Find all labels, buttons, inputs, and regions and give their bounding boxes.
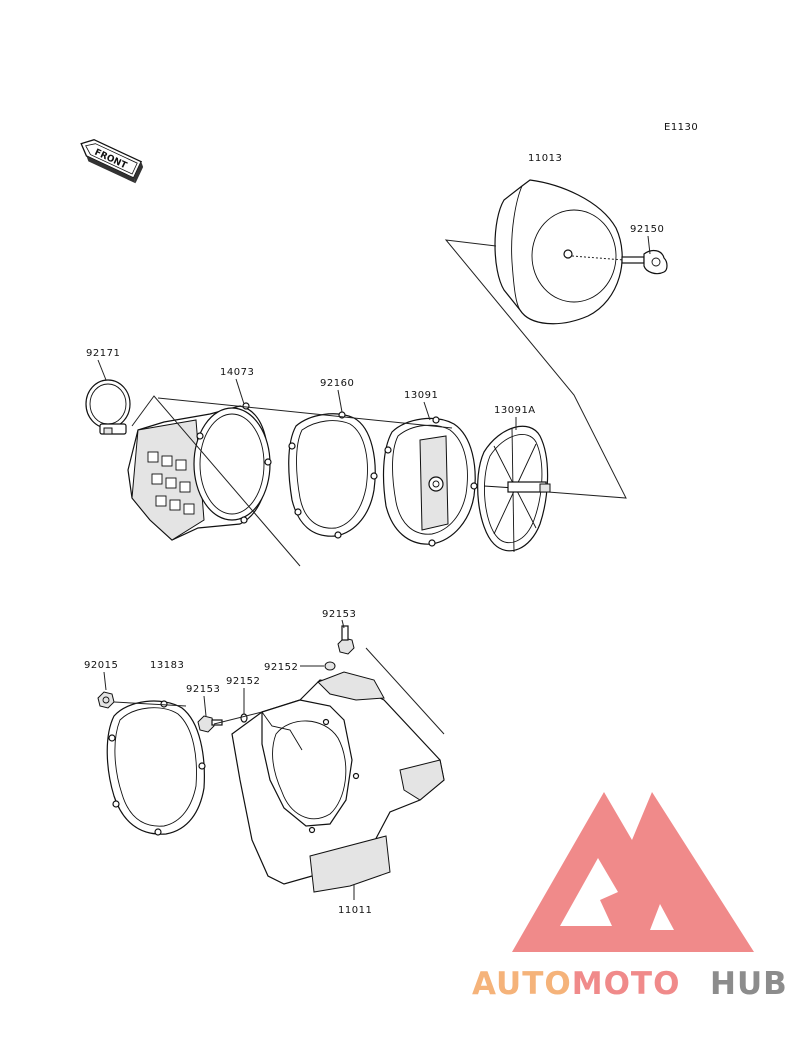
label-13091A: 13091A	[494, 405, 536, 416]
bolt-upper	[324, 625, 355, 671]
air-cleaner-cover	[494, 179, 623, 325]
label-13091: 13091	[404, 390, 438, 401]
logo-text-hub: HUB	[710, 966, 788, 1002]
label-92152-lower: 92152	[226, 676, 260, 687]
air-cleaner-holder	[127, 402, 272, 541]
diagram-code: E1130	[664, 122, 698, 133]
filter-frame	[382, 416, 478, 547]
hose-clamp	[85, 379, 131, 435]
logo-text-automoto: AUTOMOTO	[472, 966, 680, 1002]
logo-triangle	[512, 792, 754, 952]
label-92152-upper: 92152	[264, 662, 298, 673]
label-13183: 13183	[150, 660, 184, 671]
label-92153-lower: 92153	[186, 684, 220, 695]
wing-bolt	[571, 249, 668, 275]
label-92160: 92160	[320, 378, 354, 389]
front-arrow-icon: FRONT	[80, 139, 144, 184]
label-14073: 14073	[220, 367, 254, 378]
label-11013: 11013	[528, 153, 562, 164]
label-11011: 11011	[338, 905, 372, 916]
filter-element	[477, 425, 551, 553]
label-92171: 92171	[86, 348, 120, 359]
label-92150: 92150	[630, 224, 664, 235]
label-92153-upper: 92153	[322, 609, 356, 620]
label-92015: 92015	[84, 660, 118, 671]
automotohub-logo: AUTOMOTO HUB	[472, 792, 788, 1002]
air-box-gasket	[106, 700, 206, 836]
nut	[97, 691, 115, 709]
air-box-case	[231, 671, 445, 893]
gasket	[288, 411, 378, 539]
